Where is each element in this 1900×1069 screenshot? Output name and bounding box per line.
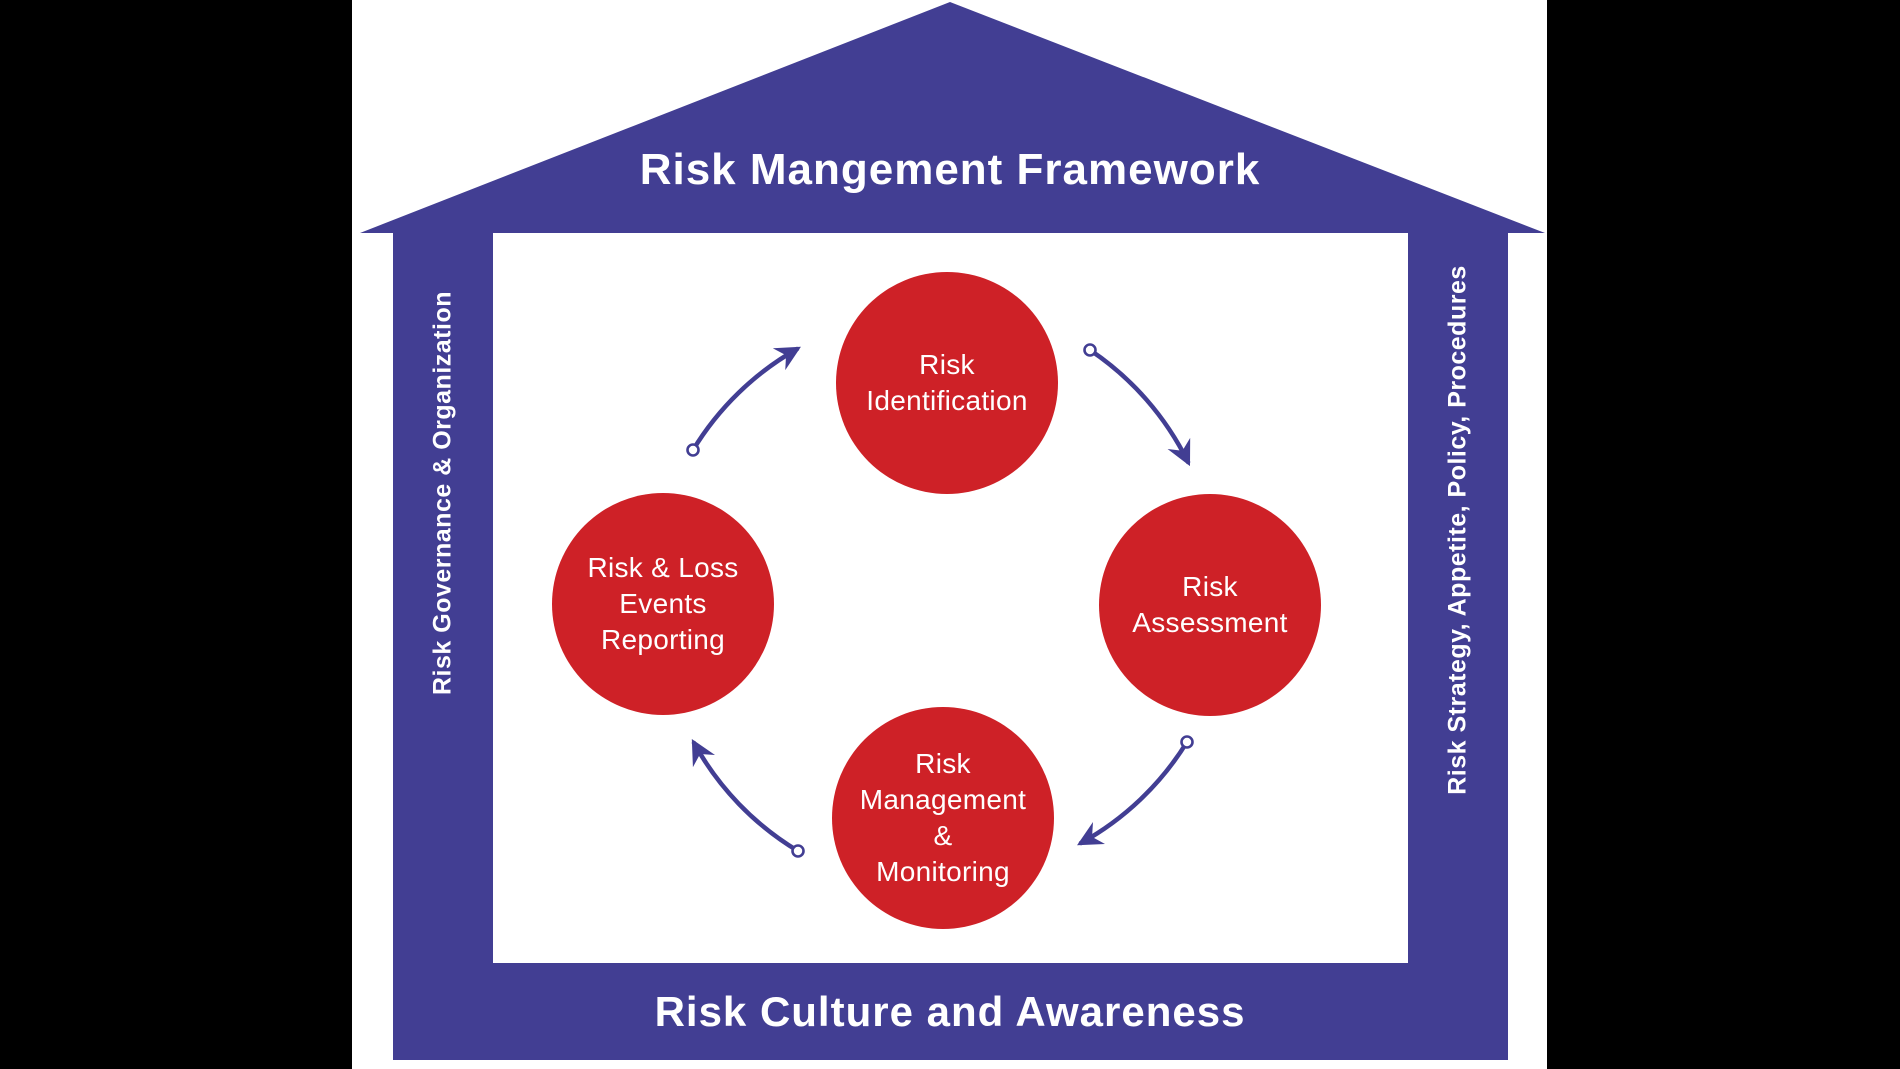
flow-start-dot-reporting xyxy=(686,443,700,457)
node-label-line: Reporting xyxy=(600,624,726,655)
left-wall-shape xyxy=(393,233,493,1060)
node-label-line: & xyxy=(933,820,953,851)
right-wall-title: Risk Strategy, Appetite, Policy, Procedu… xyxy=(1443,265,1472,795)
node-risk-assessment: Risk Assessment xyxy=(1099,494,1321,716)
node-risk-identification: Risk Identification xyxy=(836,272,1058,494)
flow-start-dot-monitoring xyxy=(791,844,805,858)
node-label-line: Risk xyxy=(1182,571,1238,602)
diagram-stage: Risk Mangement Framework Risk Governance… xyxy=(352,0,1547,1069)
node-label-line: Risk xyxy=(915,748,971,779)
node-risk-management-monitoring: Risk Management & Monitoring xyxy=(832,707,1054,929)
bottom-bar-shape xyxy=(393,963,1508,1060)
flow-arrow-monitoring-to-reporting xyxy=(691,739,801,854)
node-label-line: Monitoring xyxy=(876,856,1010,887)
roof-shape xyxy=(360,2,1545,233)
flow-start-dot-identification xyxy=(1083,343,1097,357)
node-label-line: Assessment xyxy=(1132,607,1288,638)
left-wall-title: Risk Governance & Organization xyxy=(428,291,457,695)
flow-arrow-identification-to-assessment xyxy=(1087,347,1191,467)
bottom-bar-title: Risk Culture and Awareness xyxy=(654,988,1246,1035)
flow-arrow-assessment-to-monitoring xyxy=(1077,739,1190,846)
flow-arrow-reporting-to-identification xyxy=(690,346,801,453)
flow-start-dot-assessment xyxy=(1180,735,1194,749)
node-label-line: Management xyxy=(859,784,1027,815)
node-label-line: Risk & Loss xyxy=(587,552,739,583)
node-label-line: Identification xyxy=(866,385,1028,416)
node-risk-loss-events-reporting: Risk & Loss Events Reporting xyxy=(552,493,774,715)
right-wall-shape xyxy=(1408,233,1508,1060)
node-label-line: Events xyxy=(619,588,707,619)
node-label-line: Risk xyxy=(919,349,975,380)
roof-title: Risk Mangement Framework xyxy=(639,145,1261,194)
house-shape-layer xyxy=(360,2,1545,1060)
